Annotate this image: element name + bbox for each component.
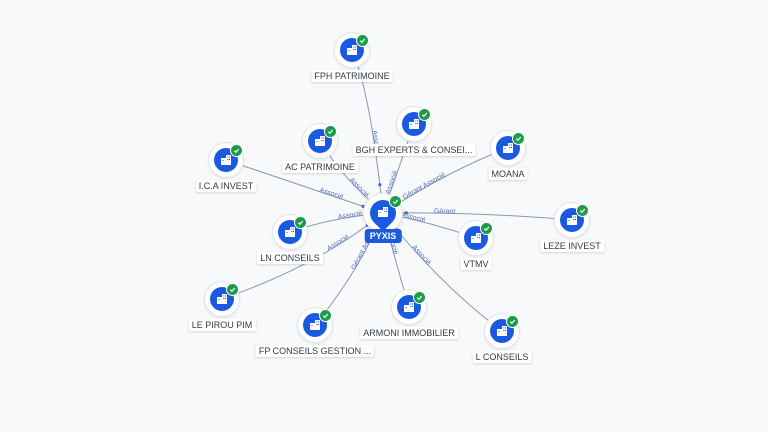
edge-label-fph: Associé bbox=[370, 130, 381, 155]
company-building-icon bbox=[378, 207, 388, 217]
verified-check-icon bbox=[418, 108, 431, 121]
edge-label-ln: Associé bbox=[338, 210, 363, 221]
edge-label-ac: Associé bbox=[348, 177, 370, 200]
company-node-label: FPH PATRIMOINE bbox=[311, 70, 393, 82]
company-node-label: L CONSEILS bbox=[472, 351, 532, 363]
company-node-label: LN CONSEILS bbox=[257, 252, 323, 264]
verified-check-icon bbox=[294, 216, 307, 229]
edge-label-moana: Gérant Associé bbox=[402, 172, 447, 202]
company-node-label: MOANA bbox=[488, 168, 528, 180]
verified-check-icon bbox=[226, 283, 239, 296]
edge-label-lepirou: Associé bbox=[326, 234, 351, 253]
company-node-label: AC PATRIMOINE bbox=[282, 161, 358, 173]
verified-check-icon bbox=[356, 34, 369, 47]
company-node-label: ARMONI IMMOBILIER bbox=[360, 327, 458, 339]
center-node-label: PYXIS bbox=[364, 229, 402, 243]
verified-check-icon bbox=[576, 204, 589, 217]
verified-check-icon bbox=[324, 125, 337, 138]
company-node-label: FP CONSEILS GESTION ... bbox=[255, 345, 375, 357]
company-node-label: LEZE INVEST bbox=[540, 240, 604, 252]
company-node-label: LE PIROU PIM bbox=[188, 319, 256, 331]
edge-label-ica: Associé bbox=[319, 187, 345, 202]
edge-label-bgh: Associé bbox=[385, 170, 400, 196]
edge-label-lconseils: Associé bbox=[410, 244, 432, 267]
verified-check-icon bbox=[230, 144, 243, 157]
edge-arrow-leze bbox=[404, 211, 408, 215]
verified-check-icon bbox=[480, 222, 493, 235]
edge-label-leze: Gérant bbox=[434, 208, 456, 215]
company-building-icon bbox=[464, 226, 488, 250]
verified-check-icon bbox=[319, 309, 332, 322]
company-node-label: VTMV bbox=[460, 258, 492, 270]
verified-check-icon bbox=[389, 195, 402, 208]
edge-label-vtmv: Associé bbox=[401, 212, 427, 225]
verified-check-icon bbox=[512, 132, 525, 145]
company-node-label: BGH EXPERTS & CONSEI... bbox=[352, 144, 476, 156]
company-node-label: I.C.A INVEST bbox=[195, 180, 257, 192]
company-building-icon bbox=[340, 38, 364, 62]
verified-check-icon bbox=[506, 315, 519, 328]
edge-arrow-fph bbox=[378, 183, 382, 187]
verified-check-icon bbox=[413, 291, 426, 304]
